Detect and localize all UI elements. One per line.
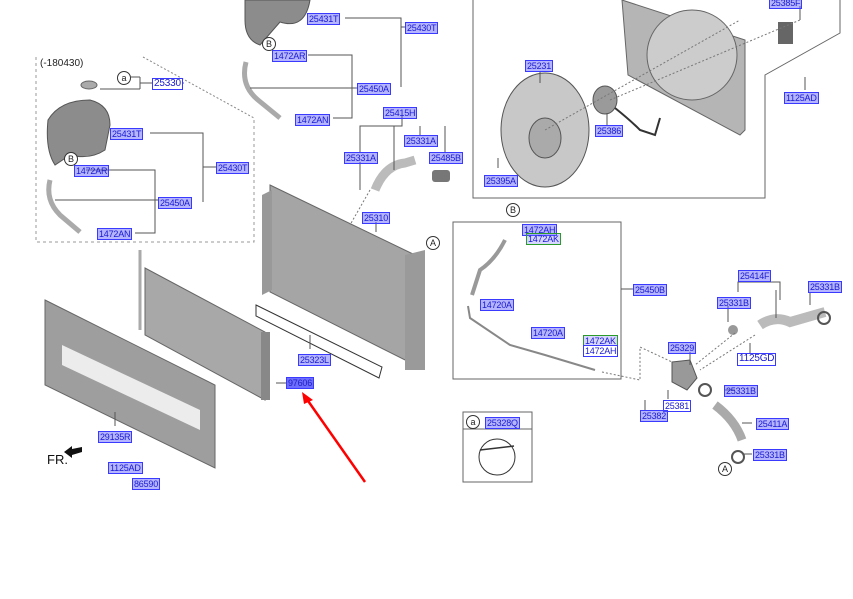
part-label-25330[interactable]: 25330 [152, 78, 183, 90]
callout-b: B [506, 203, 520, 217]
upper-hose [370, 155, 417, 192]
part-label-25328Q[interactable]: 25328Q [485, 417, 520, 429]
part-label-29135R[interactable]: 29135R [98, 431, 133, 443]
highlight-arrow [304, 397, 367, 483]
part-label-14720A[interactable]: 14720A [480, 299, 514, 311]
part-label-25381[interactable]: 25381 [663, 400, 692, 412]
thermostat-housing [671, 359, 698, 391]
callout-a: a [466, 415, 480, 429]
variant-box [35, 57, 255, 243]
variant-note: (-180430) [40, 58, 84, 69]
callout-a-upper: A [426, 236, 440, 250]
part-label-25329[interactable]: 25329 [668, 342, 697, 354]
part-label-25385F[interactable]: 25385F [769, 0, 803, 9]
part-label-25331B[interactable]: 25331B [808, 281, 842, 293]
part-label-14720A[interactable]: 14720A [531, 327, 565, 339]
part-label-25450B[interactable]: 25450B [633, 284, 667, 296]
part-label-1125AD[interactable]: 1125AD [784, 92, 819, 104]
callout-b: B [262, 37, 276, 51]
reservoir-tank [244, 0, 311, 46]
part-label-25331B[interactable]: 25331B [717, 297, 751, 309]
part-label-25331B[interactable]: 25331B [724, 385, 758, 397]
radiator [269, 184, 416, 366]
front-label: FR. [47, 452, 68, 467]
callout-a: a [117, 71, 131, 85]
callout-a-upper: A [718, 462, 732, 476]
part-label-1472AH[interactable]: 1472AH [583, 345, 619, 357]
part-label-25331A[interactable]: 25331A [344, 152, 378, 164]
part-label-25331A[interactable]: 25331A [404, 135, 438, 147]
part-label-25382[interactable]: 25382 [640, 410, 669, 422]
part-label-25323L[interactable]: 25323L [298, 354, 331, 366]
front-arrow-icon [64, 446, 82, 458]
hose-assembly-box [452, 221, 622, 380]
part-label-25411A[interactable]: 25411A [756, 418, 790, 430]
callout-b: B [64, 152, 78, 166]
hose-25414F [757, 307, 827, 330]
part-label-25395A[interactable]: 25395A [484, 175, 518, 187]
part-label-25231[interactable]: 25231 [525, 60, 554, 72]
part-label-25485B[interactable]: 25485B [429, 152, 463, 164]
part-label-25414F[interactable]: 25414F [738, 270, 772, 282]
part-label-97606[interactable]: 97606 [286, 377, 315, 389]
part-label-1472AK[interactable]: 1472AK [526, 233, 561, 245]
part-label-1125AD[interactable]: 1125AD [108, 462, 143, 474]
part-label-25431T[interactable]: 25431T [110, 128, 144, 140]
part-label-25450A[interactable]: 25450A [158, 197, 192, 209]
part-label-1472AN[interactable]: 1472AN [295, 114, 331, 126]
part-label-25430T[interactable]: 25430T [405, 22, 439, 34]
part-label-25431T[interactable]: 25431T [307, 13, 341, 25]
cap-icon [478, 438, 516, 476]
seal-strip [255, 304, 383, 379]
fan-motor [592, 85, 618, 115]
fan-resistor [778, 22, 793, 44]
part-label-86590[interactable]: 86590 [132, 478, 161, 490]
fan-assembly-box [472, 0, 841, 199]
part-label-25386[interactable]: 25386 [595, 125, 624, 137]
part-label-1472AN[interactable]: 1472AN [97, 228, 133, 240]
part-label-25450A[interactable]: 25450A [357, 83, 391, 95]
part-label-1472AR[interactable]: 1472AR [74, 165, 110, 177]
hose-25411A [712, 401, 747, 442]
part-label-25310[interactable]: 25310 [362, 212, 391, 224]
part-label-1125GD[interactable]: 1125GD [737, 353, 777, 366]
part-label-25430T[interactable]: 25430T [216, 162, 250, 174]
part-label-25331B[interactable]: 25331B [753, 449, 787, 461]
cap-detail-box [462, 411, 533, 483]
reservoir-tank-old [46, 99, 111, 166]
part-label-25415H[interactable]: 25415H [383, 107, 418, 119]
part-label-1472AR[interactable]: 1472AR [272, 50, 308, 62]
